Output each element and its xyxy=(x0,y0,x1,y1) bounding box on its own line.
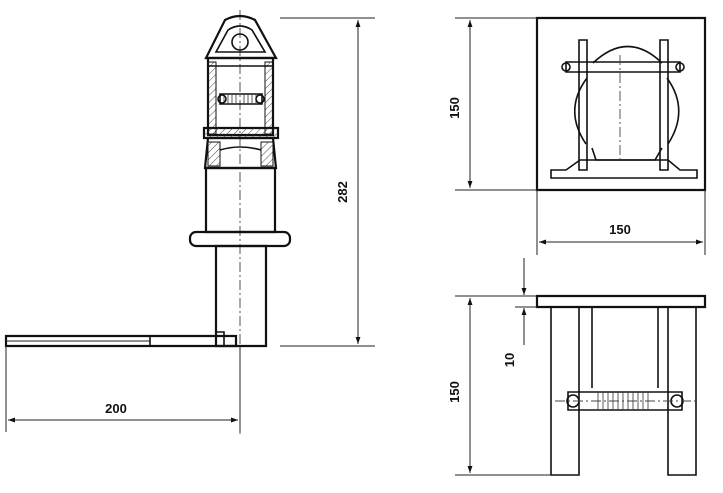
top-plate xyxy=(537,18,705,190)
dim-top-width-150: 150 xyxy=(537,190,705,255)
upper-housing-wall-right xyxy=(265,62,273,134)
wheel-bottom xyxy=(592,148,662,160)
dim-height-282: 282 xyxy=(280,18,375,346)
pin-head-left xyxy=(562,63,570,71)
inner-curve xyxy=(220,147,261,150)
stem-step xyxy=(216,332,224,346)
dim-side-label: 150 xyxy=(447,381,462,403)
lug-right xyxy=(660,40,668,170)
upper-housing-wall-left xyxy=(208,62,216,134)
body-tube xyxy=(206,168,275,232)
shackle-eye xyxy=(232,34,248,50)
side-plate xyxy=(537,296,705,307)
shackle-outer xyxy=(206,16,276,58)
wheel-right-arc xyxy=(667,78,679,144)
top-view xyxy=(537,18,705,190)
pin xyxy=(566,62,680,72)
side-leg-right xyxy=(668,307,696,475)
dim-top-v-label: 150 xyxy=(447,97,462,119)
dim-side-height-150: 150 xyxy=(447,296,551,475)
pin-head-right xyxy=(676,63,684,71)
dim-282-label: 282 xyxy=(335,181,350,203)
bolt-nut-right xyxy=(256,95,264,103)
wheel-left-arc xyxy=(575,78,587,144)
inner-bolt xyxy=(220,94,262,104)
bolt-nut-left xyxy=(218,95,226,103)
wheel-top-arc xyxy=(593,47,662,64)
dim-top-h-label: 150 xyxy=(609,222,631,237)
dim-top-height-150: 150 xyxy=(447,18,537,190)
dim-200-label: 200 xyxy=(105,401,127,416)
dim-thickness-10: 10 xyxy=(502,258,537,367)
dim-10-label: 10 xyxy=(502,353,517,367)
dim-length-200: 200 xyxy=(6,346,240,432)
ring-band-hatch xyxy=(204,128,278,138)
lug-base xyxy=(551,160,697,178)
elevation-view xyxy=(6,10,290,435)
side-view xyxy=(537,296,705,475)
lug-left xyxy=(579,40,587,170)
side-leg-left xyxy=(551,307,579,475)
lower-wall-right xyxy=(261,142,273,166)
shackle-inner xyxy=(216,26,265,52)
lower-wall-left xyxy=(208,142,220,166)
lower-stem xyxy=(216,246,266,346)
